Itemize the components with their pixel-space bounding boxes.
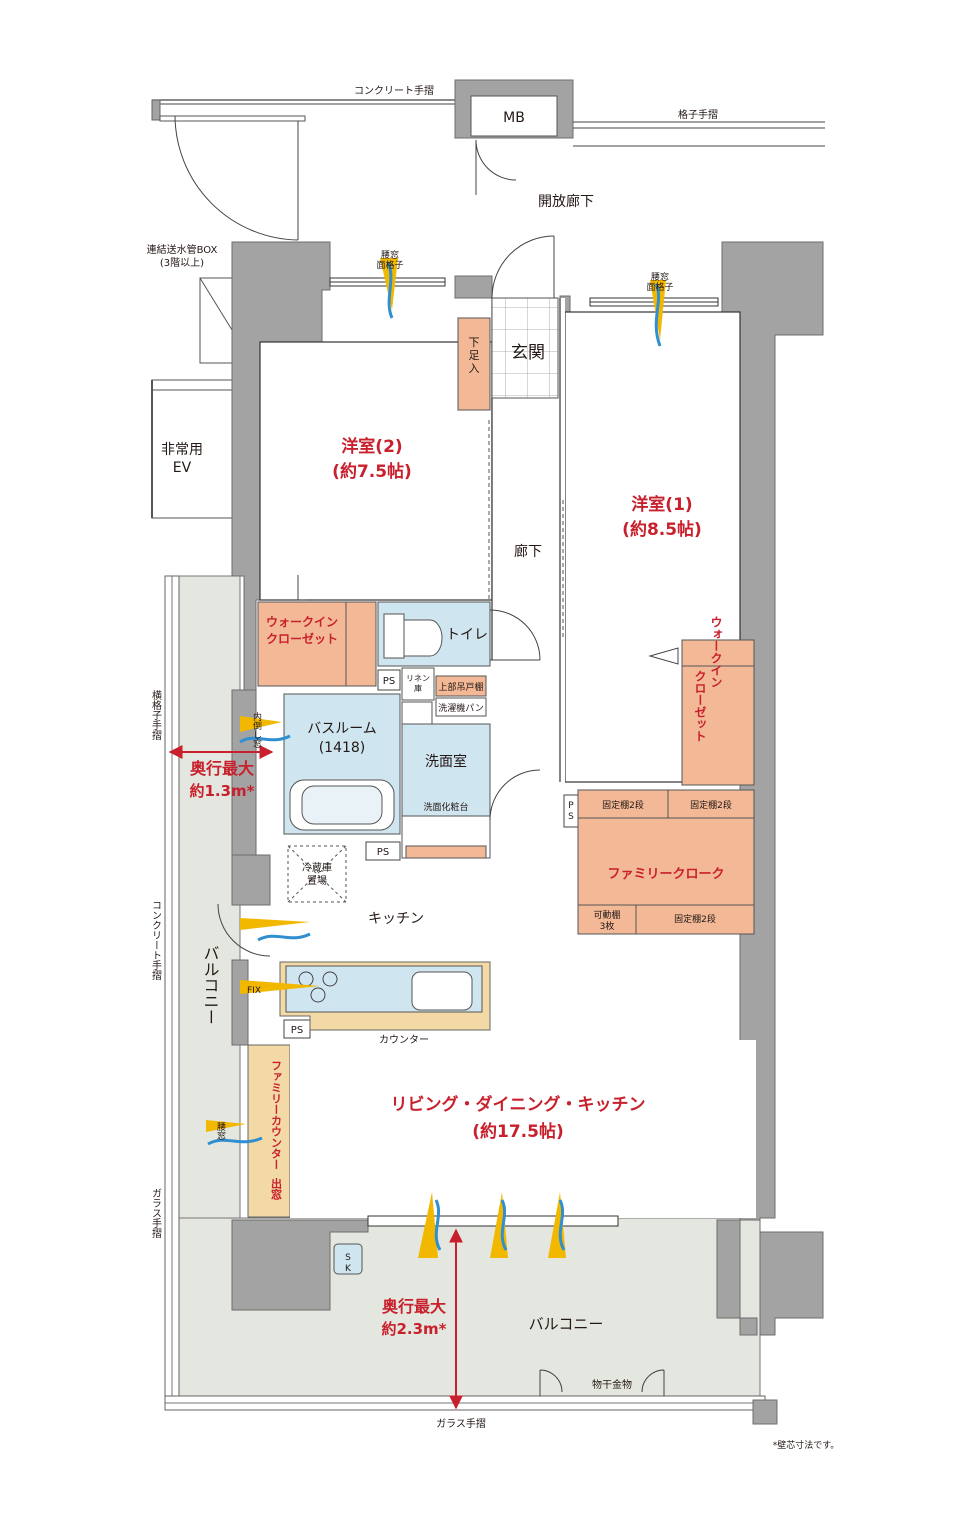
label-standpipe-box: 連結送水管BOX <box>147 243 218 256</box>
label-balcony-bottom: バルコニー <box>529 1315 604 1333</box>
label-linen: リネン庫 <box>406 674 430 693</box>
label-washroom: 洗面室 <box>425 753 467 770</box>
entrance-tiles <box>491 297 559 399</box>
entrance-door-swing <box>491 235 555 299</box>
label-concrete-rail-side: コンクリート手摺 <box>150 900 162 981</box>
ldk-room <box>290 1040 756 1218</box>
label-lattice-rail-top: 格子手摺 <box>678 108 718 121</box>
shoe-storage-box <box>457 317 491 411</box>
label-open-corridor: 開放廊下 <box>538 193 594 210</box>
label-upper-cabinet: 上部吊戸棚 <box>438 681 483 693</box>
room2-size: (約7.5帖) <box>332 461 412 482</box>
depth-bottom-value: 約2.3m* <box>381 1320 446 1338</box>
label-shoe-storage: 下足入 <box>469 336 480 375</box>
room2 <box>259 341 493 601</box>
bay-window-label: 出窓 <box>270 1177 283 1200</box>
mb-door-swing <box>475 139 517 181</box>
label-bathroom-size: (1418) <box>319 740 366 756</box>
label-ps-3: PS <box>291 1025 303 1036</box>
label-waist-window: 腰窓 <box>215 1122 226 1140</box>
label-waist-window-lattice-right: 腰窓面格子 <box>646 271 673 293</box>
top-corridor <box>151 79 825 241</box>
label-concrete-rail-top: コンクリート手摺 <box>354 84 434 97</box>
wic-left-box <box>257 601 377 687</box>
room1-name: 洋室(1) <box>631 494 692 515</box>
depth-left-value: 約1.3m* <box>189 782 254 800</box>
label-toilet: トイレ <box>446 627 488 643</box>
sk-box <box>333 1243 363 1275</box>
label-washer-pan: 洗濯機パン <box>438 702 483 714</box>
footnote: *壁芯寸法です。 <box>773 1439 840 1451</box>
label-counter: カウンター <box>379 1034 429 1046</box>
family-cloak-box <box>577 789 755 935</box>
label-hallway: 廊下 <box>514 543 542 560</box>
label-balcony-side: バルコニー <box>201 945 220 1025</box>
label-fixed-shelf-a: 固定棚2段 <box>602 799 644 811</box>
label-fix: FIX <box>247 986 261 996</box>
ldk-size: (約17.5帖) <box>472 1121 563 1142</box>
label-mb: MB <box>503 110 525 126</box>
label-fixed-shelf-b: 固定棚2段 <box>690 799 732 811</box>
label-entrance: 玄関 <box>511 343 545 363</box>
depth-bottom-title: 奥行最大 <box>382 1297 446 1316</box>
room1-size: (約8.5帖) <box>622 519 702 540</box>
ventilation-arrows <box>206 258 666 1258</box>
label-fixed-shelf-c: 固定棚2段 <box>674 913 716 925</box>
ldk-name: リビング・ダイニング・キッチン <box>391 1094 646 1115</box>
upper-cabinet-box <box>435 675 487 697</box>
family-counter-label: ファミリーカウンター <box>270 1060 283 1170</box>
wic-right-label: ウォークイン <box>709 616 723 688</box>
depth-left-title: 奥行最大 <box>190 759 254 778</box>
label-ps-1: PS <box>383 676 395 687</box>
wic-left-label: ウォークインクローゼット <box>266 615 338 646</box>
label-inward-tilt-window: 内倒し窓 <box>251 711 262 748</box>
label-fridge: 冷蔵庫置場 <box>302 861 332 887</box>
corridor-door-swing <box>174 115 299 241</box>
label-vanity: 洗面化粧台 <box>423 801 468 813</box>
family-cloak-label: ファミリークローク <box>607 867 724 882</box>
label-lattice-rail-side: 横格子手摺 <box>150 689 162 741</box>
room2-name: 洋室(2) <box>341 436 402 457</box>
wic-right-box <box>681 639 755 786</box>
label-bathroom: バスルーム <box>307 721 377 737</box>
label-standpipe-note: (3階以上) <box>160 257 204 269</box>
label-glass-rail-side: ガラス手摺 <box>150 1188 162 1239</box>
label-glass-rail-bottom: ガラス手摺 <box>436 1417 486 1430</box>
wic-right-label-2: クローゼット <box>693 670 707 742</box>
label-kitchen: キッチン <box>368 911 424 927</box>
label-ps-2: PS <box>377 847 389 858</box>
label-waist-window-lattice-left: 腰窓面格子 <box>376 249 403 271</box>
label-drying-hardware: 物干金物 <box>592 1378 632 1391</box>
left-core <box>151 277 235 519</box>
